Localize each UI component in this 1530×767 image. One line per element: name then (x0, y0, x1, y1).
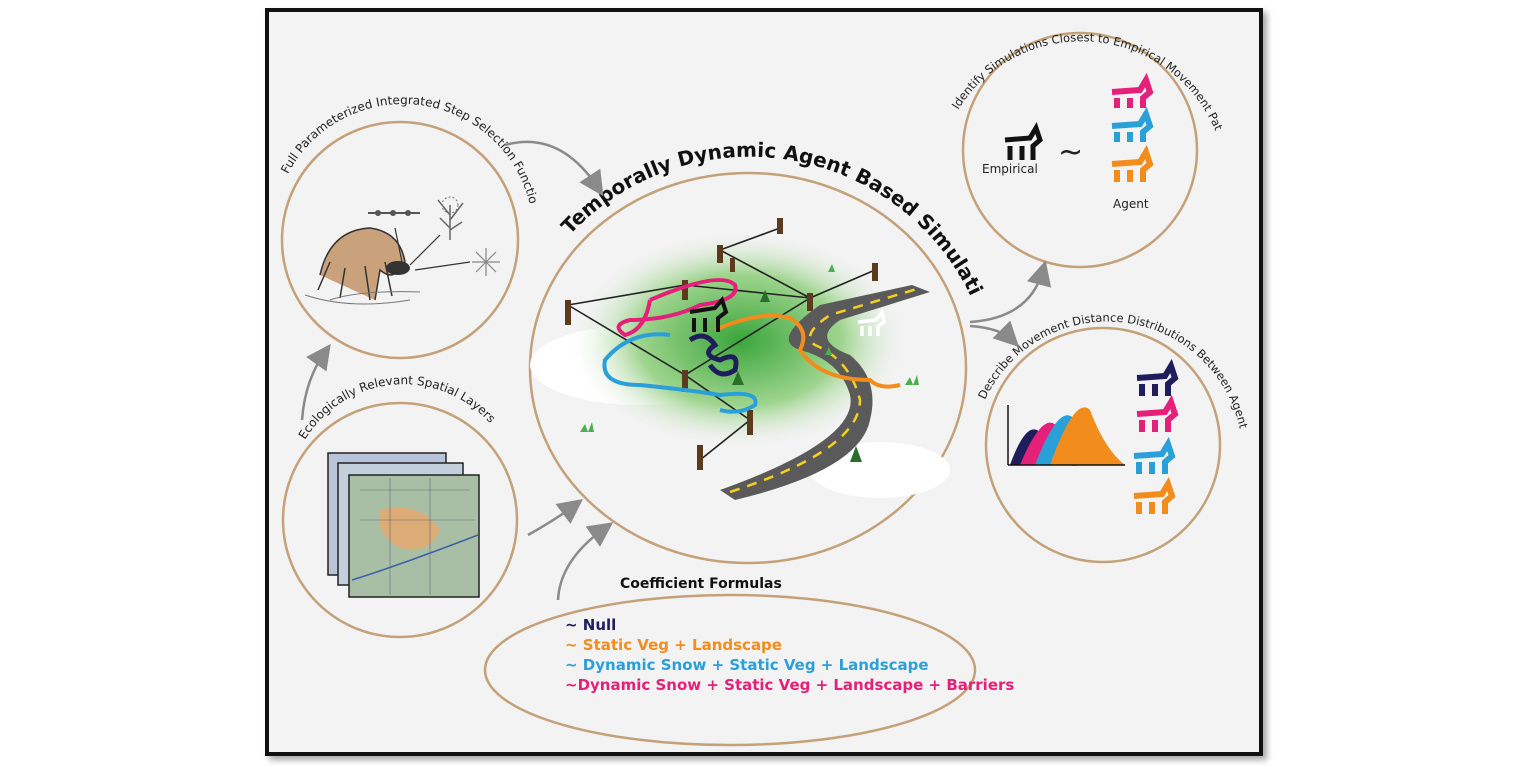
white-pronghorn-icon (857, 307, 886, 336)
issf-circle (280, 120, 520, 360)
arrow-spatial-to-simulation (527, 499, 584, 537)
snowflake-icon (472, 248, 500, 276)
simulation-panel: Temporally Dynamic Agent Based Simulatio… (0, 0, 988, 565)
orange-agent-icon (1111, 144, 1154, 182)
arrow-simulation-to-describe (969, 320, 1020, 348)
empirical-label: Empirical (982, 162, 1038, 176)
formula-dynamic-snow: ~ Dynamic Snow + Static Veg + Landscape (565, 656, 929, 674)
path-null (688, 333, 739, 377)
agent-label: Agent (1113, 197, 1149, 211)
empirical-pronghorn-icon (1004, 122, 1043, 160)
arrow-formulas-to-simulation (556, 522, 614, 601)
arrow-issf-to-simulation (504, 140, 604, 197)
path-barriers (616, 278, 738, 338)
road (720, 285, 930, 500)
blue-agent-icon (1111, 106, 1154, 142)
formula-barriers: ~Dynamic Snow + Static Veg + Landscape +… (565, 676, 1014, 694)
identify-label: Identify Simulations Closest to Empirica… (0, 0, 1226, 133)
formula-null: ~ Null (565, 616, 616, 634)
path-static-veg (714, 313, 901, 389)
spatial-panel: Ecologically Relevant Spatial Layers (281, 373, 519, 639)
fence-barrier-icon (368, 210, 420, 216)
pink-agent-icon (1136, 394, 1179, 432)
pink-agent-icon (1111, 72, 1154, 108)
vegetation-area (570, 230, 910, 450)
spatial-circle (281, 401, 519, 639)
coefficient-ellipse (483, 593, 977, 747)
distribution-curves-icon (1007, 405, 1125, 466)
similarity-tilde: ~ (1058, 135, 1083, 170)
formula-static-veg: ~ Static Veg + Landscape (565, 636, 782, 654)
arrow-simulation-to-identify (969, 260, 1052, 324)
grass-tufts (580, 264, 919, 432)
navy-agent-icon (1136, 358, 1179, 396)
identify-panel: Identify Simulations Closest to Empirica… (0, 0, 1226, 269)
sagebrush-icon (437, 196, 464, 240)
blue-agent-icon (1133, 436, 1176, 474)
snow-patch (810, 442, 950, 498)
describe-circle (984, 326, 1222, 564)
coefficient-panel: Coefficient Formulas ~ Null ~ Static Veg… (483, 576, 1014, 747)
fence-posts (565, 218, 878, 470)
arrow-spatial-to-issf (300, 343, 331, 421)
shrub-icons (732, 290, 862, 462)
black-pronghorn-icon (689, 296, 729, 332)
identify-circle (961, 31, 1199, 269)
pointer-lines (394, 227, 471, 271)
simulation-circle (528, 171, 968, 565)
orange-agent-icon (1133, 476, 1176, 514)
path-dynamic-snow (602, 332, 758, 414)
map-layers-icon (327, 452, 480, 598)
pronghorn-grazing-icon (304, 227, 421, 305)
road-centerline (729, 286, 921, 494)
spatial-label: Ecologically Relevant Spatial Layers (296, 373, 499, 441)
issf-label: Full Parameterized Integrated Step Selec… (0, 0, 541, 205)
issf-panel: Full Parameterized Integrated Step Selec… (0, 0, 541, 360)
coefficient-title: Coefficient Formulas (620, 576, 782, 592)
flow-arrows (300, 140, 1052, 601)
